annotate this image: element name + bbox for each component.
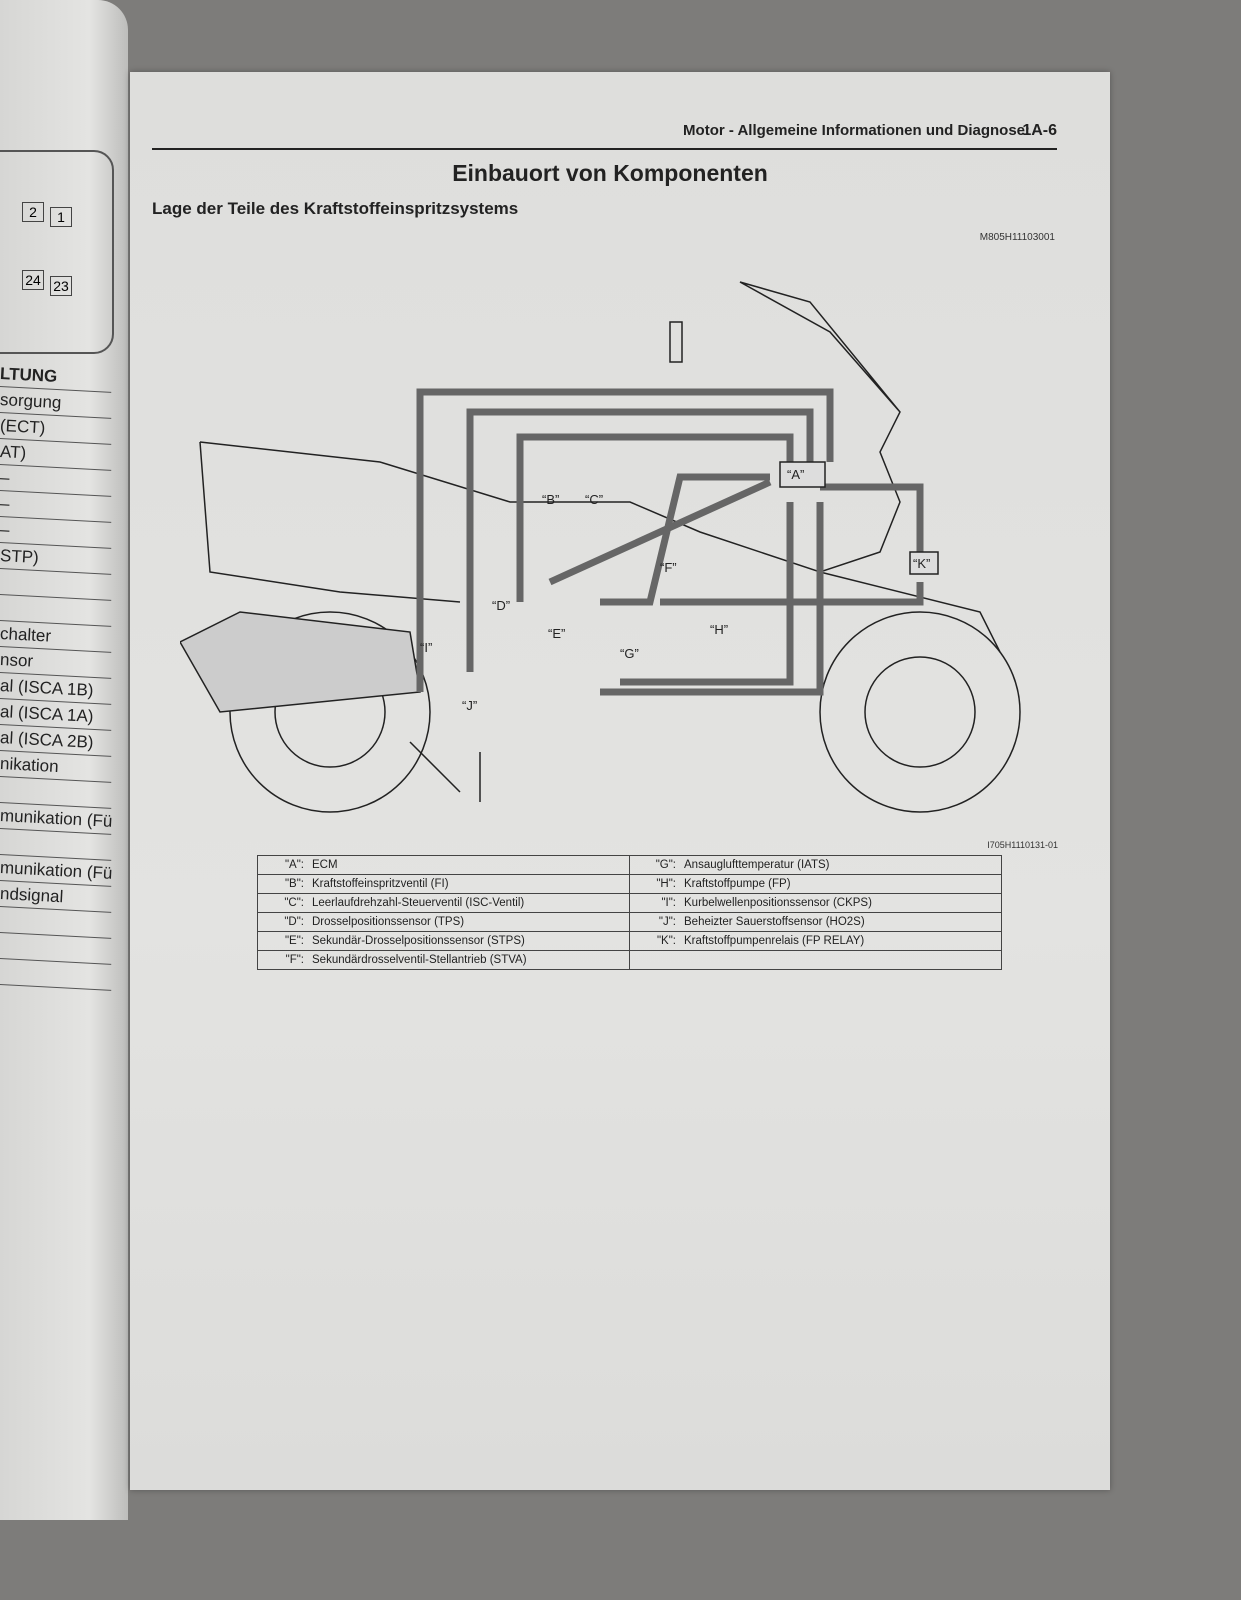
label-c: “C” [585, 492, 603, 507]
label-e: “E” [548, 626, 565, 641]
legend-text: Kraftstoffeinspritzventil (FI) [312, 878, 449, 890]
legend-key: "J": [658, 916, 676, 928]
legend-row: "A": ECM "G": Ansauglufttemperatur (IATS) [257, 855, 1002, 875]
label-j: “J” [462, 698, 477, 713]
label-h: “H” [710, 622, 728, 637]
pin-label: 23 [50, 276, 72, 296]
legend-row: "F": Sekundärdrosselventil-Stellantrieb (… [257, 950, 1002, 970]
legend-cell: "H": Kraftstoffpumpe (FP) [629, 874, 1002, 894]
label-f: “F” [660, 560, 677, 575]
pin-label: 1 [50, 207, 72, 227]
legend-text: Kraftstoffpumpenrelais (FP RELAY) [684, 935, 865, 947]
legend-cell: "E": Sekundär-Drosselpositionssensor (STP… [257, 931, 630, 951]
legend-row: "E": Sekundär-Drosselpositionssensor (STP… [257, 931, 1002, 951]
legend-cell [629, 950, 1002, 970]
legend-text: Ansauglufttemperatur (IATS) [684, 859, 830, 871]
legend-key: "I": [661, 897, 676, 909]
pin-label: 24 [22, 270, 44, 290]
legend-key: "A": [284, 859, 304, 871]
legend-key: "G": [655, 859, 676, 871]
legend-cell: "I": Kurbelwellenpositionssensor (CKPS) [629, 893, 1002, 913]
component-legend-table: "A": ECM "G": Ansauglufttemperatur (IATS) "B… [257, 855, 1002, 970]
motorcycle-diagram: “A” “B” “C” “D” “E” “F” “G” “H” “I” “J” … [180, 281, 1021, 813]
legend-cell: "B": Kraftstoffeinspritzventil (FI) [257, 874, 630, 894]
legend-key: "C": [284, 897, 304, 909]
legend-key: "F": [285, 954, 304, 966]
label-b: “B” [542, 492, 559, 507]
pin-label: 2 [22, 202, 44, 222]
legend-row: "C": Leerlaufdrehzahl-Steuerventil (ISC-V… [257, 893, 1002, 913]
legend-key: "B": [284, 878, 304, 890]
section-subtitle: Lage der Teile des Kraftstoffeinspritzsy… [152, 199, 519, 218]
legend-cell: "K": Kraftstoffpumpenrelais (FP RELAY) [629, 931, 1002, 951]
legend-text: Sekundär-Drosselpositionssensor (STPS) [312, 935, 525, 947]
legend-text: Kurbelwellenpositionssensor (CKPS) [684, 897, 872, 909]
connector-diagram: 2 1 24 23 [0, 150, 114, 354]
legend-text: Kraftstoffpumpe (FP) [684, 878, 791, 890]
wiring-harness [416, 388, 924, 696]
right-page: Motor - Allgemeine Informationen und Dia… [130, 72, 1110, 1490]
motorcycle-outline [180, 281, 1021, 813]
header-rule [152, 132, 1057, 150]
image-code: I705H1110131-01 [987, 840, 1058, 850]
legend-cell: "J": Beheizter Sauerstoffsensor (HO2S) [629, 912, 1002, 932]
left-page-row [0, 960, 113, 991]
label-g: “G” [620, 646, 639, 661]
label-k: “K” [913, 556, 930, 571]
page-number: 1A-6 [1022, 122, 1057, 139]
legend-cell: "F": Sekundärdrosselventil-Stellantrieb (… [257, 950, 630, 970]
legend-text: ECM [312, 859, 338, 871]
legend-key: "E": [284, 935, 304, 947]
label-a: “A” [787, 467, 804, 482]
legend-key: "H": [656, 878, 676, 890]
fp-relay-box [909, 551, 939, 575]
legend-key: "K": [656, 935, 676, 947]
legend-text: Leerlaufdrehzahl-Steuerventil (ISC-Venti… [312, 897, 525, 909]
legend-text: Beheizter Sauerstoffsensor (HO2S) [684, 916, 865, 928]
figure-code: M805H11103001 [979, 232, 1055, 243]
legend-key: "D": [284, 916, 304, 928]
page-title: Einbauort von Komponenten [452, 160, 768, 186]
legend-cell: "D": Drosselpositionssensor (TPS) [257, 912, 630, 932]
legend-cell: "C": Leerlaufdrehzahl-Steuerventil (ISC-V… [257, 893, 630, 913]
legend-row: "B": Kraftstoffeinspritzventil (FI) "H": Kr… [257, 874, 1002, 894]
ecm-box [779, 461, 826, 488]
label-i: “I” [420, 640, 432, 655]
legend-text: Sekundärdrosselventil-Stellantrieb (STVA… [312, 954, 527, 966]
header-section: Motor - Allgemeine Informationen und Dia… [683, 122, 1030, 139]
legend-cell: "A": ECM [257, 855, 630, 875]
label-d: “D” [492, 598, 510, 613]
legend-row: "D": Drosselpositionssensor (TPS) "J": Behe… [257, 912, 1002, 932]
legend-cell: "G": Ansauglufttemperatur (IATS) [629, 855, 1002, 875]
legend-text: Drosselpositionssensor (TPS) [312, 916, 465, 928]
